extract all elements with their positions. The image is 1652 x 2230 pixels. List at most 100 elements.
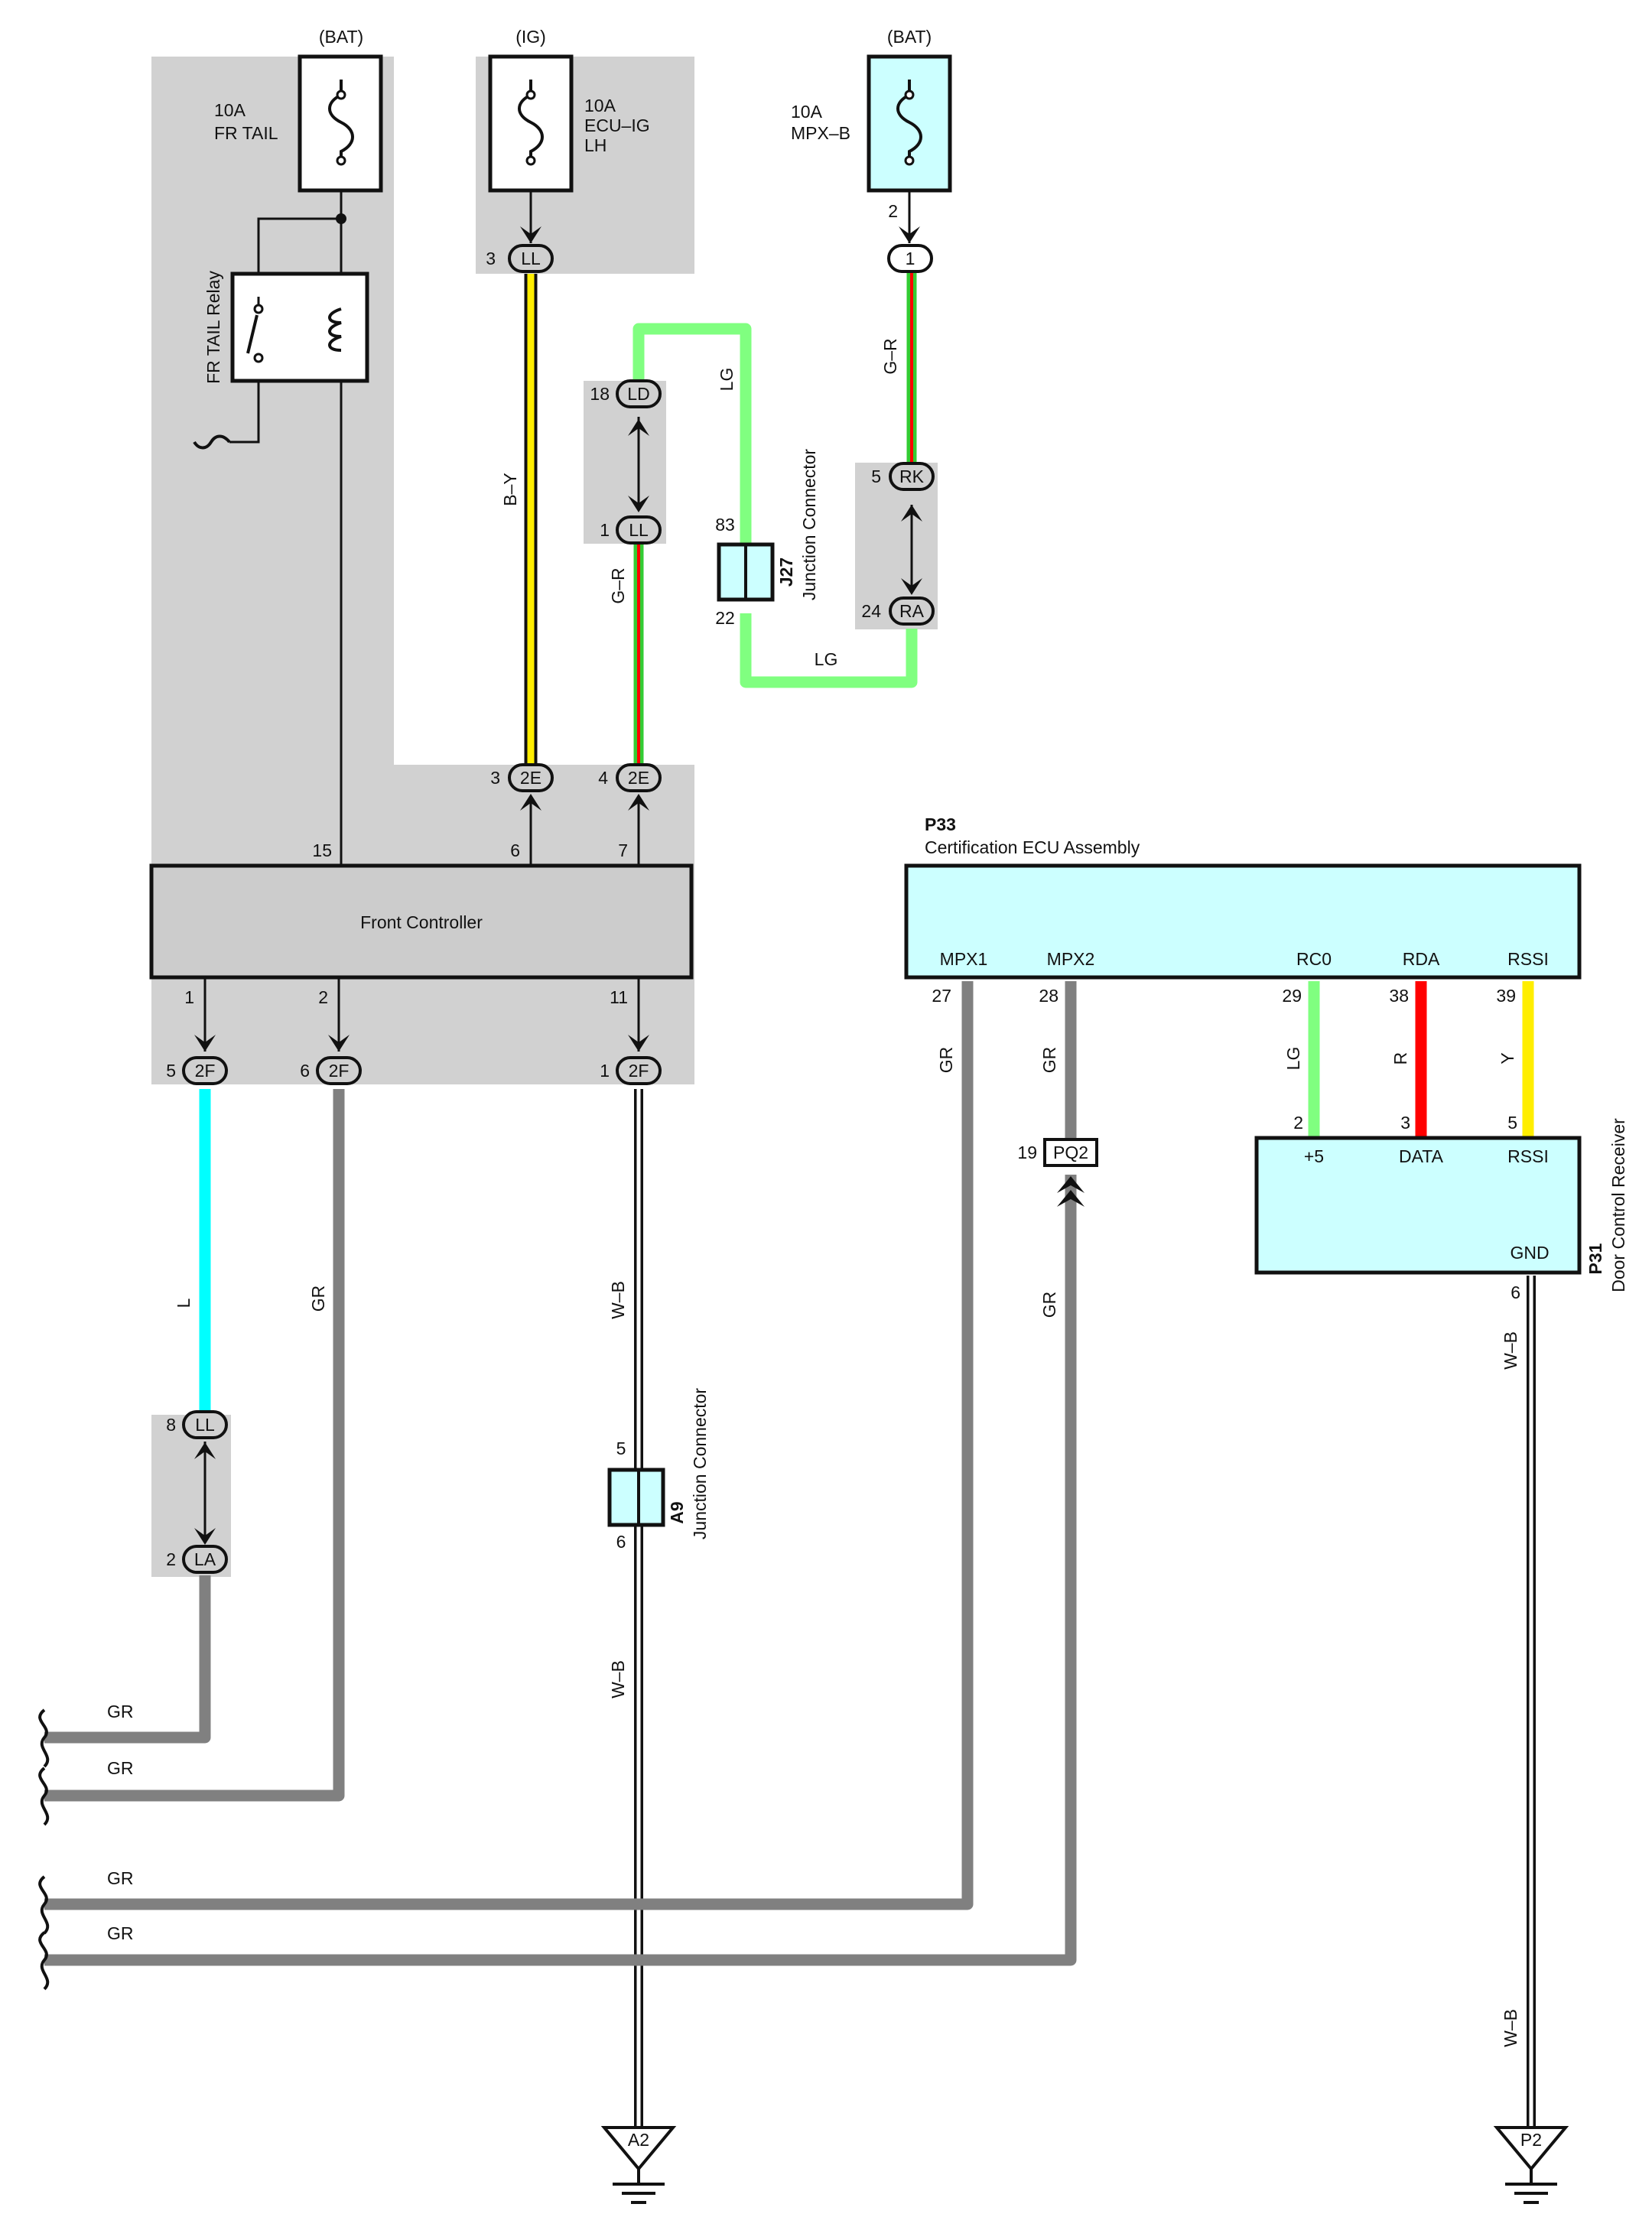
relay-switch — [246, 314, 259, 354]
relay-label: FR TAIL Relay — [203, 271, 223, 384]
fuse-1-rating: 10A — [214, 100, 246, 120]
p33-pin-29: 29 — [1282, 986, 1302, 1006]
p33-name: Certification ECU Assembly — [925, 837, 1140, 857]
connector-pq2-pin: 19 — [1017, 1143, 1037, 1162]
connector-ld-pin: 18 — [590, 384, 610, 404]
wire-label-gr-h4: GR — [107, 1923, 134, 1943]
connector-2e-b-pin: 4 — [598, 768, 608, 788]
wire-label-l: L — [174, 1298, 193, 1308]
connector-pq2 — [1043, 1138, 1098, 1167]
wire-relay-ground — [229, 361, 260, 444]
break-mark — [38, 1931, 50, 1991]
ground-a2-label: A2 — [628, 2130, 649, 2150]
relay-coil-icon — [328, 307, 342, 352]
connector-pq2-code: PQ2 — [1053, 1143, 1088, 1162]
connector-2e-b-code: 2E — [628, 768, 649, 788]
fr-tail-relay — [193, 271, 369, 450]
connector-2f-b — [316, 1056, 362, 1085]
wire-label-wb-4: W–B — [1501, 2009, 1520, 2047]
p31-pin-6: 6 — [1511, 1282, 1520, 1302]
wire-label-wb-2: W–B — [608, 1660, 628, 1699]
connector-1 — [887, 244, 933, 273]
arrow-up-icon — [194, 1442, 216, 1459]
connector-2f-a-pin: 5 — [166, 1061, 176, 1081]
wire-relay-tap — [257, 217, 341, 297]
p31-pin-3: 3 — [1400, 1113, 1410, 1133]
a9-pin-top: 5 — [616, 1438, 626, 1458]
fuse-terminal — [904, 155, 915, 166]
junction-dot — [336, 213, 346, 224]
wire-lg-lower — [740, 613, 918, 688]
wire-lg-upper — [633, 323, 752, 544]
connector-ll-mid — [616, 515, 662, 544]
fuse-terminal — [525, 155, 536, 166]
arrow-up-icon — [520, 794, 541, 811]
p31-id: P31 — [1585, 1243, 1605, 1274]
connector-ra-code: RA — [899, 601, 925, 621]
ground-p2 — [1493, 2126, 1569, 2204]
fuse-3-rating: 10A — [791, 102, 823, 122]
connector-ll-top — [508, 244, 554, 273]
connector-2e-a-code: 2E — [520, 768, 541, 788]
p33-pin-38: 38 — [1389, 986, 1409, 1006]
connector-2e-a — [508, 763, 554, 792]
p31-pin-2: 2 — [1293, 1113, 1303, 1133]
arrow-down-icon — [901, 578, 922, 595]
fuse-1-name: FR TAIL — [214, 123, 278, 143]
wire-mpx1 — [44, 981, 974, 1910]
a9-id: A9 — [667, 1501, 687, 1523]
arrow-up-icon — [1057, 1190, 1085, 1207]
connector-pills — [182, 244, 1098, 1574]
connector-la-pin: 2 — [166, 1549, 176, 1569]
wire-label-wb-1: W–B — [608, 1281, 628, 1319]
fuse-3-out-pin: 2 — [888, 201, 898, 221]
p33-id: P33 — [925, 814, 956, 834]
fuse-icon — [328, 80, 354, 164]
p33-term-rssi: RSSI — [1507, 949, 1549, 969]
fuse-mpx-b — [867, 54, 952, 243]
ground-triangle — [1493, 2126, 1569, 2172]
j27-name: Junction Connector — [799, 449, 819, 601]
j27-id: J27 — [776, 558, 796, 587]
p33-pin-28: 28 — [1039, 986, 1059, 1006]
connector-2e-a-pin: 3 — [490, 768, 500, 788]
arrow-down-icon — [194, 1035, 216, 1052]
connector-2f-c-pin: 1 — [600, 1061, 610, 1081]
fuse-2-source: (IG) — [515, 27, 546, 47]
wire-gr-2f — [44, 1089, 345, 1802]
connector-2e-b — [616, 763, 662, 792]
arrow-down-icon — [328, 1035, 350, 1052]
fuse-fr-tail — [298, 54, 383, 224]
fc-pin-2: 2 — [318, 987, 328, 1007]
p33-pin-39: 39 — [1496, 986, 1516, 1006]
arrow-up-icon — [628, 794, 649, 811]
arrow-up-icon — [628, 419, 649, 436]
connector-1-code: 1 — [906, 249, 915, 268]
wires — [44, 185, 1536, 2128]
connector-ll-low-code: LL — [195, 1415, 215, 1435]
arrow-down-icon — [899, 226, 920, 243]
fuse-terminal — [336, 89, 346, 100]
connector-2f-b-code: 2F — [329, 1061, 350, 1081]
fuse-terminal — [525, 89, 536, 100]
fuse-ecu-ig — [488, 54, 574, 243]
p33-term-rda: RDA — [1403, 949, 1440, 969]
connector-ll-low-pin: 8 — [166, 1415, 176, 1435]
wire-label-gr-low: G–R — [608, 567, 628, 603]
arrow-down-icon — [520, 226, 541, 243]
connector-ra-pin: 24 — [861, 601, 881, 621]
p31-name: Door Control Receiver — [1608, 1118, 1628, 1292]
wire-mpx2-bot — [44, 1175, 1077, 1966]
p33-pin-27: 27 — [932, 986, 951, 1006]
break-mark — [38, 1875, 50, 1935]
ground-break-icon — [193, 434, 231, 450]
arrow-down-icon — [628, 1035, 649, 1052]
arrow-up-icon — [901, 505, 922, 522]
arrow-up-icon — [1057, 1176, 1085, 1193]
connector-rk — [889, 462, 935, 491]
a9-name: Junction Connector — [690, 1388, 710, 1540]
wire-label-gr-h3: GR — [107, 1868, 134, 1888]
wire-label-rssi: Y — [1498, 1052, 1517, 1064]
p33-term-rc0: RC0 — [1296, 949, 1332, 969]
